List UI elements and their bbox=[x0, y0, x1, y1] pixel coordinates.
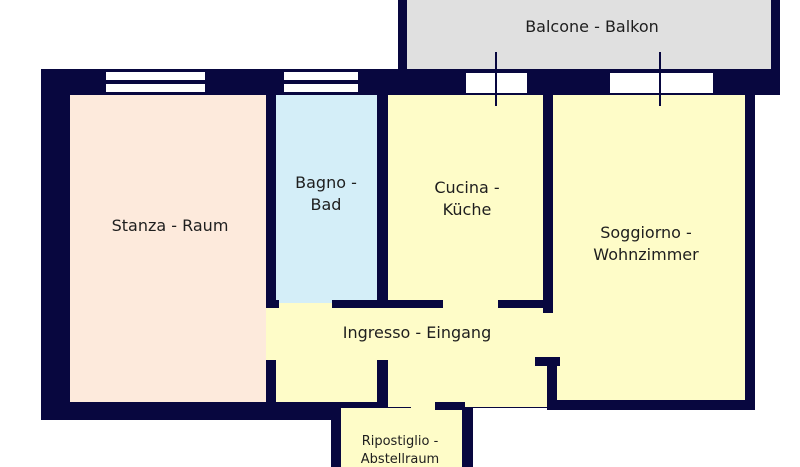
label-soggiorno: Soggiorno - Wohnzimmer bbox=[593, 222, 698, 266]
door-line-soggiorno bbox=[659, 52, 661, 106]
label-soggiorno-line2: Wohnzimmer bbox=[593, 245, 699, 264]
room-soggiorno bbox=[553, 95, 745, 400]
ripostiglio-wall-right bbox=[462, 391, 473, 467]
window-stanza bbox=[106, 84, 205, 92]
door-stanza bbox=[266, 308, 276, 360]
door-line-cucina bbox=[495, 52, 497, 106]
label-stanza: Stanza - Raum bbox=[111, 216, 229, 235]
room-balcone bbox=[407, 0, 771, 69]
label-bagno-line2: Bad bbox=[310, 195, 342, 214]
outside-area bbox=[755, 95, 800, 467]
wall-soggiorno-left bbox=[547, 357, 557, 410]
wall-stanza-bagno-stub bbox=[266, 300, 279, 308]
label-cucina: Cucina - Küche bbox=[434, 177, 499, 221]
balcony-door-soggiorno bbox=[610, 73, 713, 93]
outer-wall-bottom-left bbox=[41, 400, 411, 420]
label-cucina-line1: Cucina - bbox=[434, 178, 500, 197]
wall-hall-left-stub bbox=[266, 360, 276, 402]
wall-hall-bottom bbox=[435, 402, 465, 410]
door-cucina bbox=[443, 299, 498, 308]
label-bagno-line1: Bagno - bbox=[295, 173, 357, 192]
ingresso-extension bbox=[388, 400, 547, 407]
door-soggiorno bbox=[543, 313, 555, 357]
wall-hall-center-stub bbox=[377, 360, 388, 402]
room-cucina bbox=[388, 95, 543, 300]
ripostiglio-wall-left bbox=[331, 405, 341, 467]
room-stanza bbox=[70, 95, 266, 402]
wall-cucina-soggiorno bbox=[543, 95, 553, 313]
wall-hall-top-right bbox=[498, 300, 548, 308]
room-ripostiglio bbox=[341, 408, 462, 467]
label-soggiorno-line1: Soggiorno - bbox=[600, 223, 692, 242]
window-stanza bbox=[106, 72, 205, 80]
label-cucina-line2: Küche bbox=[442, 200, 492, 219]
label-ripostiglio-line2: Abstellraum bbox=[360, 452, 440, 467]
label-balcone: Balcone - Balkon bbox=[525, 17, 659, 36]
outside-area bbox=[473, 408, 547, 420]
room-bagno bbox=[276, 95, 377, 303]
window-bagno bbox=[284, 72, 358, 80]
label-ripostiglio-line1: Ripostiglio - bbox=[361, 434, 439, 449]
label-bagno: Bagno - Bad bbox=[295, 172, 357, 216]
window-bagno bbox=[284, 84, 358, 92]
label-ingresso: Ingresso - Eingang bbox=[342, 323, 492, 342]
label-ripostiglio: Ripostiglio - Abstellraum bbox=[361, 433, 439, 467]
room-ingresso bbox=[276, 303, 553, 402]
wall-bagno-cucina bbox=[377, 95, 388, 308]
